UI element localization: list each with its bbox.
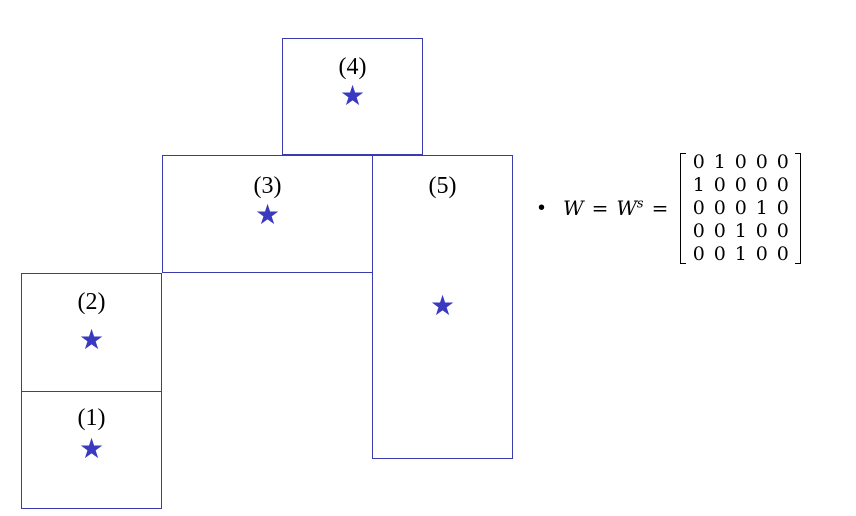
matrix-row: 0 0 1 0 0 (688, 243, 793, 266)
matrix-cell: 0 (713, 173, 726, 196)
matrix-cell: 0 (755, 150, 768, 173)
matrix-cell: 0 (734, 150, 747, 173)
matrix-row: 0 0 1 0 0 (688, 220, 793, 243)
matrix-cell: 0 (776, 242, 789, 265)
star-icon: ★ (429, 291, 456, 322)
formula-equals: = (651, 196, 669, 220)
region-3: (3) ★ (162, 155, 373, 273)
region-1: (1) ★ (21, 391, 162, 509)
matrix-cell: 0 (734, 173, 747, 196)
matrix-cell: 0 (776, 150, 789, 173)
weight-matrix: 0 1 0 0 0 1 0 0 0 0 0 0 0 1 0 0 0 1 0 0 (680, 151, 802, 266)
region-2: (2) ★ (21, 273, 162, 392)
star-icon: ★ (78, 325, 105, 356)
star-icon: ★ (254, 200, 281, 231)
matrix-cell: 0 (755, 242, 768, 265)
bullet-icon: • (538, 196, 546, 219)
region-1-label: (1) (77, 405, 106, 431)
formula-superscript: s (636, 196, 644, 212)
matrix-row: 0 1 0 0 0 (688, 151, 793, 174)
matrix-cell: 0 (692, 242, 705, 265)
region-5-label: (5) (428, 173, 457, 199)
formula-equals: = (591, 196, 609, 220)
matrix-cell: 0 (713, 219, 726, 242)
matrix-cell: 0 (755, 219, 768, 242)
matrix-cell: 0 (776, 196, 789, 219)
region-2-label: (2) (77, 289, 106, 315)
matrix-row: 0 0 0 1 0 (688, 197, 793, 220)
region-4-label: (4) (338, 54, 367, 80)
matrix-cell: 0 (713, 242, 726, 265)
matrix-row: 1 0 0 0 0 (688, 174, 793, 197)
matrix-cell: 0 (776, 173, 789, 196)
region-3-label: (3) (253, 173, 282, 199)
formula-ws-symbol: W (616, 196, 637, 220)
matrix-cell: 1 (692, 173, 705, 196)
matrix-cell: 0 (776, 219, 789, 242)
matrix-cell: 0 (755, 173, 768, 196)
matrix-cell: 0 (692, 196, 705, 219)
matrix-cell: 1 (734, 219, 747, 242)
region-5: (5) ★ (372, 155, 513, 459)
matrix-cell: 1 (713, 150, 726, 173)
region-4: (4) ★ (282, 38, 423, 155)
matrix-cell: 0 (734, 196, 747, 219)
weight-matrix-formula: • W = Ws = 0 1 0 0 0 1 0 0 0 0 0 0 0 1 0 0 … (538, 148, 802, 268)
formula-lhs: W = Ws = (563, 196, 676, 220)
matrix-cell: 0 (692, 150, 705, 173)
matrix-cell: 1 (734, 242, 747, 265)
matrix-cell: 0 (713, 196, 726, 219)
matrix-cell: 1 (755, 196, 768, 219)
star-icon: ★ (339, 81, 366, 112)
formula-w-symbol: W (563, 196, 584, 220)
star-icon: ★ (78, 434, 105, 465)
matrix-cell: 0 (692, 219, 705, 242)
